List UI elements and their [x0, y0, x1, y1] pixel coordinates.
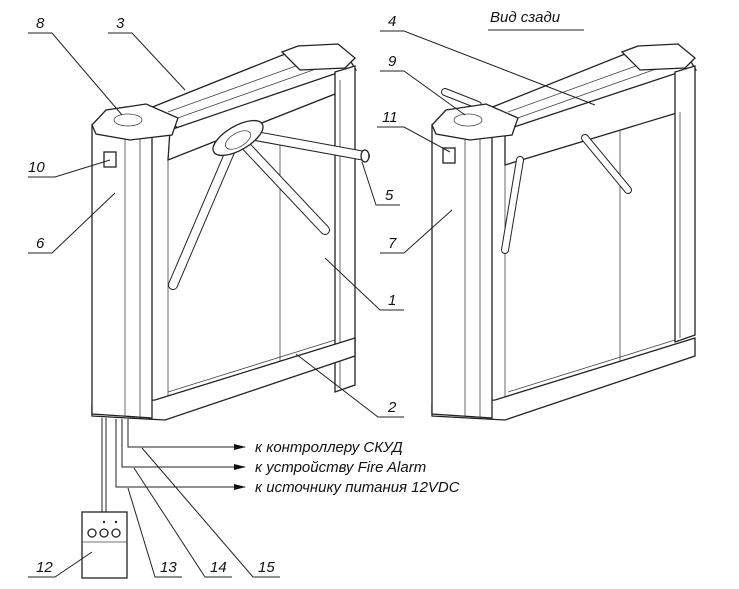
callout-6: 6 — [36, 235, 45, 252]
callout-1: 1 — [388, 292, 396, 309]
pillar-cap — [91, 103, 179, 141]
turnstile-front — [91, 43, 370, 421]
connection-label: к контроллеру СКУД — [255, 439, 403, 456]
callout-13: 13 — [160, 559, 177, 576]
callout-8: 8 — [36, 15, 45, 32]
callout-5: 5 — [385, 187, 394, 204]
callout-7: 7 — [388, 235, 397, 252]
callout-10: 10 — [28, 159, 45, 176]
tripod-arms — [168, 119, 370, 290]
callout-15: 15 — [258, 559, 275, 576]
callout-14: 14 — [210, 559, 227, 576]
turnstile-rear — [431, 43, 697, 421]
far-cap — [280, 43, 356, 71]
callout-9: 9 — [388, 53, 397, 70]
callouts: 8 3 4 9 11 10 6 7 5 1 2 12 13 14 15 — [28, 13, 596, 578]
callout-4: 4 — [388, 13, 396, 30]
callout-12: 12 — [36, 559, 53, 576]
cables — [101, 418, 246, 512]
view-title: Вид сзади — [490, 9, 561, 26]
connection-label: к устройству Fire Alarm — [255, 459, 426, 476]
control-panel — [81, 511, 128, 579]
pillar — [91, 124, 153, 419]
base — [91, 337, 356, 421]
callout-11: 11 — [382, 109, 398, 126]
callout-2: 2 — [387, 399, 397, 416]
connection-label: к источнику питания 12VDC — [255, 479, 460, 496]
callout-3: 3 — [116, 15, 125, 32]
reader-window — [103, 151, 117, 168]
